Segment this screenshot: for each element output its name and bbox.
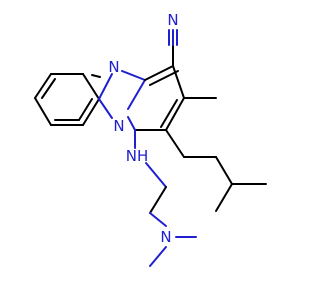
bond xyxy=(98,73,113,100)
dimethylamine-nitrogen-label: N xyxy=(160,228,171,246)
imidazole-nitrogen-label: N xyxy=(108,58,119,76)
bond xyxy=(165,129,185,158)
bond xyxy=(149,246,167,267)
bond xyxy=(149,186,167,214)
bond-double xyxy=(41,78,56,99)
bond xyxy=(144,65,174,81)
bond xyxy=(149,212,167,227)
bond xyxy=(34,97,52,126)
bond xyxy=(165,97,185,131)
bond xyxy=(82,98,100,126)
bond xyxy=(215,156,233,185)
bond xyxy=(34,73,52,99)
bond xyxy=(98,98,113,119)
bond-double xyxy=(160,99,178,128)
bond xyxy=(82,73,100,100)
bond-double xyxy=(149,70,179,86)
bond xyxy=(127,79,146,110)
bond xyxy=(145,162,167,188)
nitrile-nitrogen-label: N xyxy=(167,11,178,29)
bond-double xyxy=(91,74,101,78)
bond xyxy=(172,65,185,99)
bridgehead-nitrogen-label: N xyxy=(113,117,124,135)
atom-label-layer: N N N NH N xyxy=(108,11,178,246)
bond xyxy=(121,70,146,81)
bond-layer xyxy=(34,29,267,267)
molecule-structure-diagram: N N N NH N xyxy=(34,11,267,267)
bond-double xyxy=(78,98,93,121)
bond xyxy=(127,116,136,131)
bond xyxy=(215,183,233,212)
amine-nh-label: NH xyxy=(126,147,149,165)
